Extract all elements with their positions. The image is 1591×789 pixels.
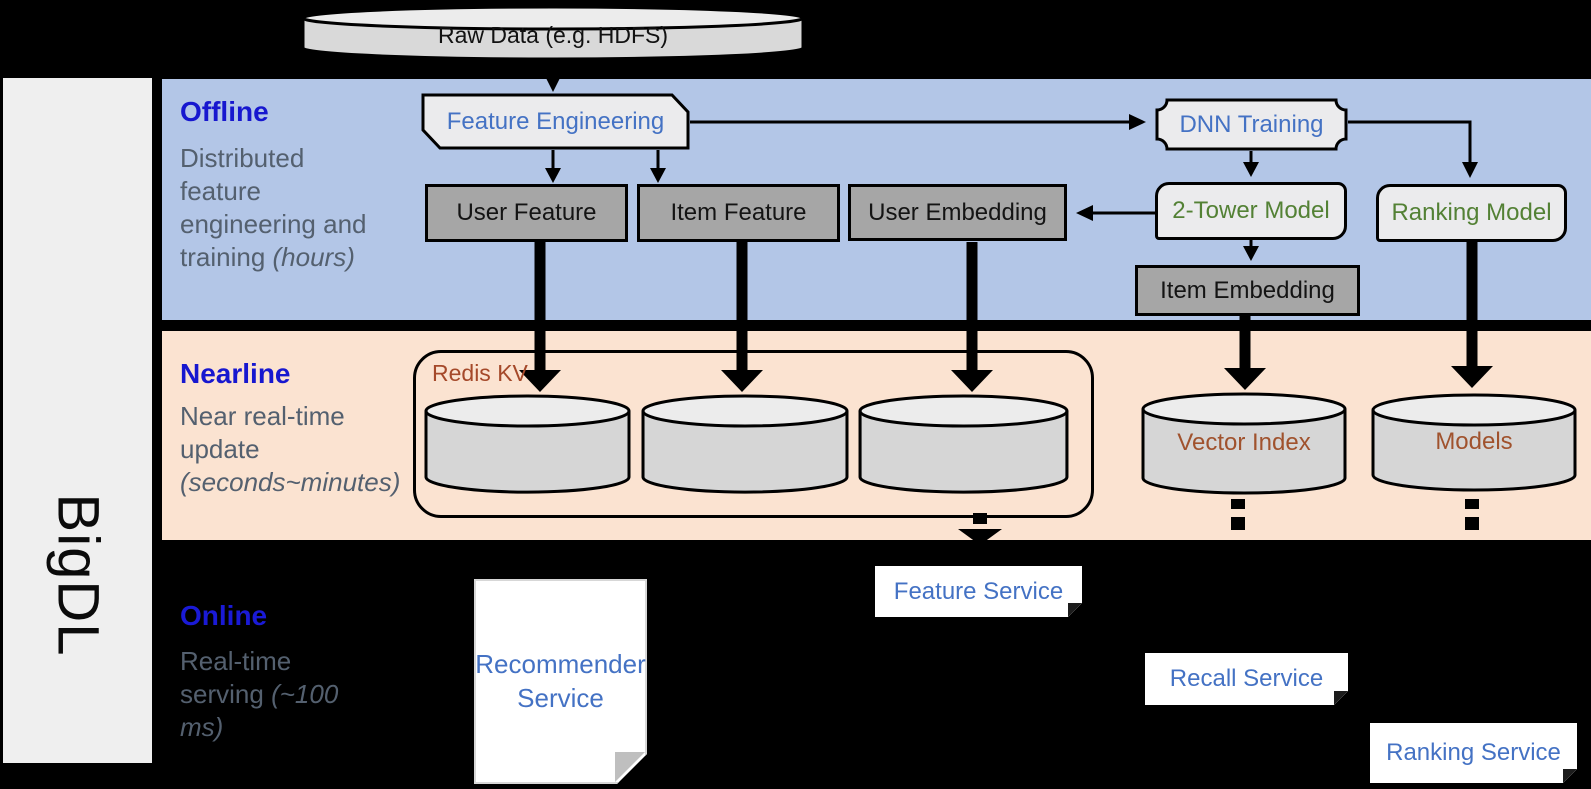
bigdl-sidebar: BigDL <box>3 78 152 763</box>
models-label: Models <box>1435 428 1513 456</box>
user-feature-node: User Feature <box>425 184 628 242</box>
plaque-shape <box>1155 98 1348 151</box>
redis-cylinder-3 <box>857 392 1070 496</box>
vector-index-cylinder: Vector Index <box>1140 390 1348 497</box>
feature-engineering-label: Feature Engineering <box>446 107 665 135</box>
user-embedding-label: User Embedding <box>868 198 1047 226</box>
vector-index-label: Vector Index <box>1177 428 1311 456</box>
redis-kv-label: Redis KV <box>432 360 528 386</box>
feature-service-label: Feature Service <box>893 577 1064 605</box>
two-tower-model-label: 2-Tower Model <box>1172 197 1330 224</box>
cylinder-shape <box>1371 393 1577 492</box>
user-embedding-node: User Embedding <box>848 184 1067 241</box>
ranking-model-node: Ranking Model <box>1376 184 1567 242</box>
redis-cylinder-1 <box>423 392 632 496</box>
snip-corner-shape <box>421 93 690 150</box>
user-feature-label: User Feature <box>456 199 597 226</box>
offline-desc-text: Distributed feature engineering and trai… <box>180 143 367 273</box>
recall-service-label: Recall Service <box>1169 665 1324 692</box>
recommender-service-node: Recommender Service <box>474 579 647 784</box>
models-cylinder: Models <box>1370 391 1578 494</box>
redis-kv-container <box>413 350 1094 518</box>
item-feature-label: Item Feature <box>670 199 807 226</box>
nearline-section-description: Near real-time update (seconds~minutes) <box>180 400 401 499</box>
ranking-service-node: Ranking Service <box>1370 723 1577 783</box>
feature-engineering-node: Feature Engineering <box>421 93 690 150</box>
raw-data-cylinder: Raw Data (e.g. HDFS) <box>300 4 806 62</box>
online-desc-text: Real-time serving <box>180 646 292 710</box>
cylinder-shape <box>641 394 849 494</box>
dnn-training-label: DNN Training <box>1179 110 1324 138</box>
offline-section-description: Distributed feature engineering and trai… <box>180 142 385 274</box>
raw-data-label: Raw Data (e.g. HDFS) <box>437 22 669 48</box>
online-section-description: Real-time serving (~100 ms) <box>180 645 355 744</box>
nearline-section-title: Nearline <box>180 358 291 389</box>
cylinder-shape <box>301 5 805 61</box>
online-duration: (~100 ms) <box>180 679 339 743</box>
ranking-model-label: Ranking Model <box>1391 199 1552 226</box>
ranking-service-label: Ranking Service <box>1386 739 1561 766</box>
offline-duration: (hours) <box>272 242 355 273</box>
recall-service-node: Recall Service <box>1145 653 1348 705</box>
two-tower-model-node: 2-Tower Model <box>1155 182 1347 240</box>
redis-cylinder-2 <box>640 392 850 496</box>
dnn-training-node: DNN Training <box>1155 98 1348 151</box>
offline-section-title: Offline <box>180 96 269 127</box>
item-embedding-label: Item Embedding <box>1160 276 1335 304</box>
online-section-title: Online <box>180 600 268 631</box>
item-feature-node: Item Feature <box>637 184 840 242</box>
bigdl-logo-text: BigDL <box>45 493 110 657</box>
nearline-duration: (seconds~minutes) <box>180 467 401 498</box>
cylinder-shape <box>424 394 631 494</box>
cylinder-shape <box>858 394 1069 494</box>
item-embedding-node: Item Embedding <box>1135 265 1360 316</box>
feature-service-node: Feature Service <box>875 566 1082 617</box>
recommender-service-label: Recommender Service <box>475 648 646 713</box>
nearline-desc-text: Near real-time update <box>180 401 345 465</box>
cylinder-shape <box>1141 392 1347 495</box>
